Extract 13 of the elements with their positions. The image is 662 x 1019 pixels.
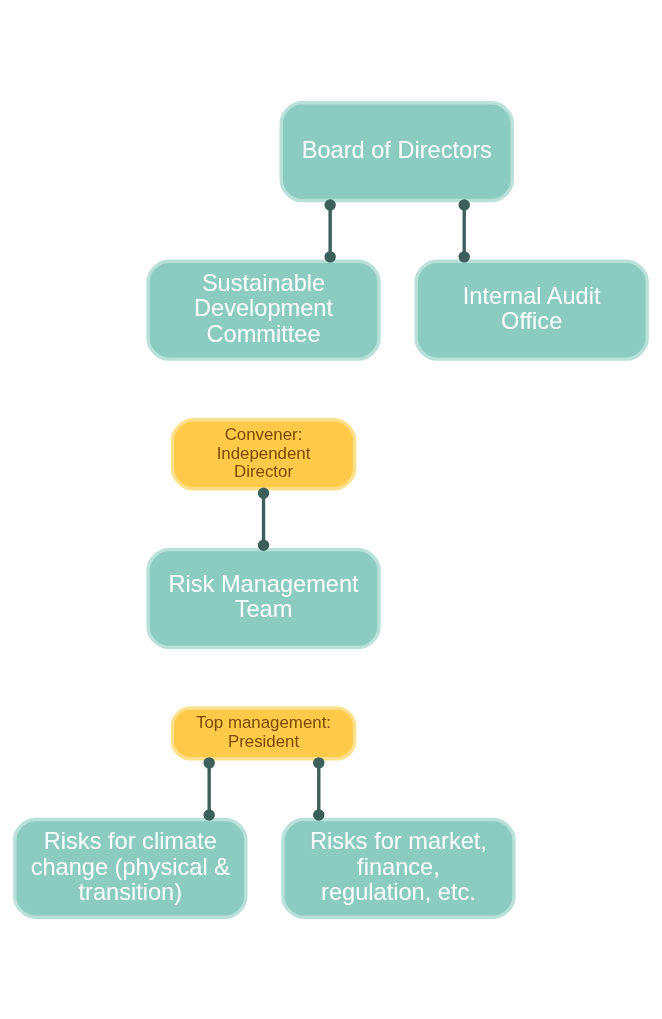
node-box: Risks for climate change (physical & transition)	[13, 817, 248, 919]
node-box: Risks for market, finance, regulation, etc.	[281, 817, 516, 919]
node-box: Board of Directors	[279, 100, 514, 202]
node-box: Internal Audit Office	[414, 259, 649, 361]
connector	[203, 756, 215, 821]
node-box: Convener: Independent Director	[170, 417, 357, 491]
node-box: Risk Management Team	[146, 547, 381, 649]
node-box: Top management: President	[170, 705, 357, 760]
node-box: Sustainable Development Committee	[146, 259, 381, 361]
connector	[324, 198, 336, 263]
connector	[458, 198, 470, 263]
connector	[257, 487, 270, 551]
connector	[313, 756, 325, 821]
